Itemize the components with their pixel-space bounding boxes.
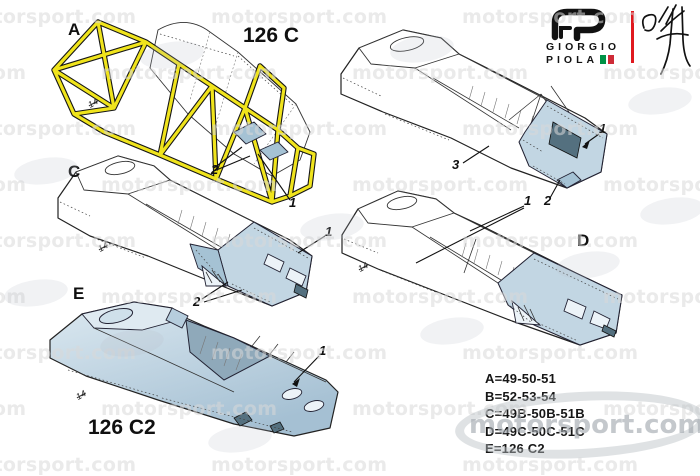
giorgio-piola-logo-icon: [551, 8, 606, 41]
callout-c-1: 1: [325, 224, 333, 239]
windscreen: [165, 307, 189, 329]
chassis-drawing-b-monocoque: [340, 29, 608, 199]
callout-b-1: 1: [599, 121, 607, 136]
cockpit-trough: [414, 53, 548, 131]
cockpit-opening: [185, 319, 272, 381]
watermark-text: motorsport.com: [0, 454, 137, 476]
legend-item-a: A=49-50-51: [485, 371, 557, 386]
rear-bulkhead: [189, 221, 313, 307]
callout-e-1: 1: [319, 343, 327, 358]
spaceframe-tubes: [51, 19, 317, 205]
brand-name-line1: GIORGIO: [546, 41, 621, 53]
chassis-drawing-a-spaceframe: [51, 19, 317, 205]
callout-c-2: 2: [193, 294, 201, 309]
callout-a-2: 2: [211, 162, 219, 177]
access-hatch: [98, 307, 134, 325]
watermark-text: motorsport.com: [603, 398, 700, 420]
cockpit-trough: [127, 179, 255, 251]
piola-chassis-illustration: { "header": { "logo": { "name": "giorgio…: [0, 4, 700, 476]
drawing-label-c: C: [68, 162, 81, 181]
drawing-label-a: A: [68, 20, 81, 39]
leader-lines: [292, 355, 320, 387]
leader-lines: [415, 205, 525, 264]
leader-lines: [201, 235, 326, 303]
brand-name-line2: PIOLA: [546, 54, 599, 66]
piola-signature-icon: [641, 4, 691, 75]
legend-item-b: B=52-53-54: [485, 388, 557, 404]
cockpit-trough: [411, 212, 535, 284]
rear-bulkhead: [497, 252, 623, 346]
italian-flag-red-icon: [608, 55, 615, 64]
title-126c2: 126 C2: [88, 416, 156, 439]
chassis-drawing-e-monocoque: [49, 301, 339, 437]
legend-item-c: C=49B-50B-51B: [485, 406, 585, 422]
watermark-text: motorsport.com: [211, 454, 388, 476]
watermark-text: motorsport.com: [0, 398, 27, 420]
watermark-text: motorsport.com: [0, 286, 27, 308]
watermark-text: motorsport.com: [0, 174, 27, 196]
access-hatch: [386, 195, 418, 211]
red-divider: [631, 11, 634, 63]
watermark-swoosh-icon: [626, 83, 694, 119]
rear-deck: [233, 335, 325, 434]
rear-bulkhead: [518, 99, 608, 189]
access-hatch: [389, 36, 425, 52]
callout-b-2: 2: [544, 193, 552, 208]
drawing-label-e: E: [73, 284, 85, 303]
leader-lines: [213, 146, 291, 201]
chassis-drawing-c-monocoque: [57, 155, 326, 307]
pedal-assembly: [233, 121, 289, 161]
watermark-text: motorsport.com: [0, 62, 27, 84]
callout-a-1: 1: [289, 195, 297, 210]
drawing-label-d: D: [577, 231, 590, 250]
italian-flag-green-icon: [600, 55, 607, 64]
chassis-legend: A=49-50-51 B=52-53-54 C=49B-50B-51B D=49…: [485, 370, 585, 458]
callout-b-3: 3: [452, 157, 460, 172]
title-126c: 126 C: [243, 24, 300, 47]
legend-item-d: D=49C-50C-51C: [485, 423, 585, 439]
callout-d-1: 1: [524, 193, 532, 208]
access-hatch: [104, 160, 136, 176]
legend-item-e: E=126 C2: [485, 441, 545, 457]
chassis-drawing-d-monocoque: [341, 190, 623, 346]
leader-lines: [462, 133, 600, 199]
